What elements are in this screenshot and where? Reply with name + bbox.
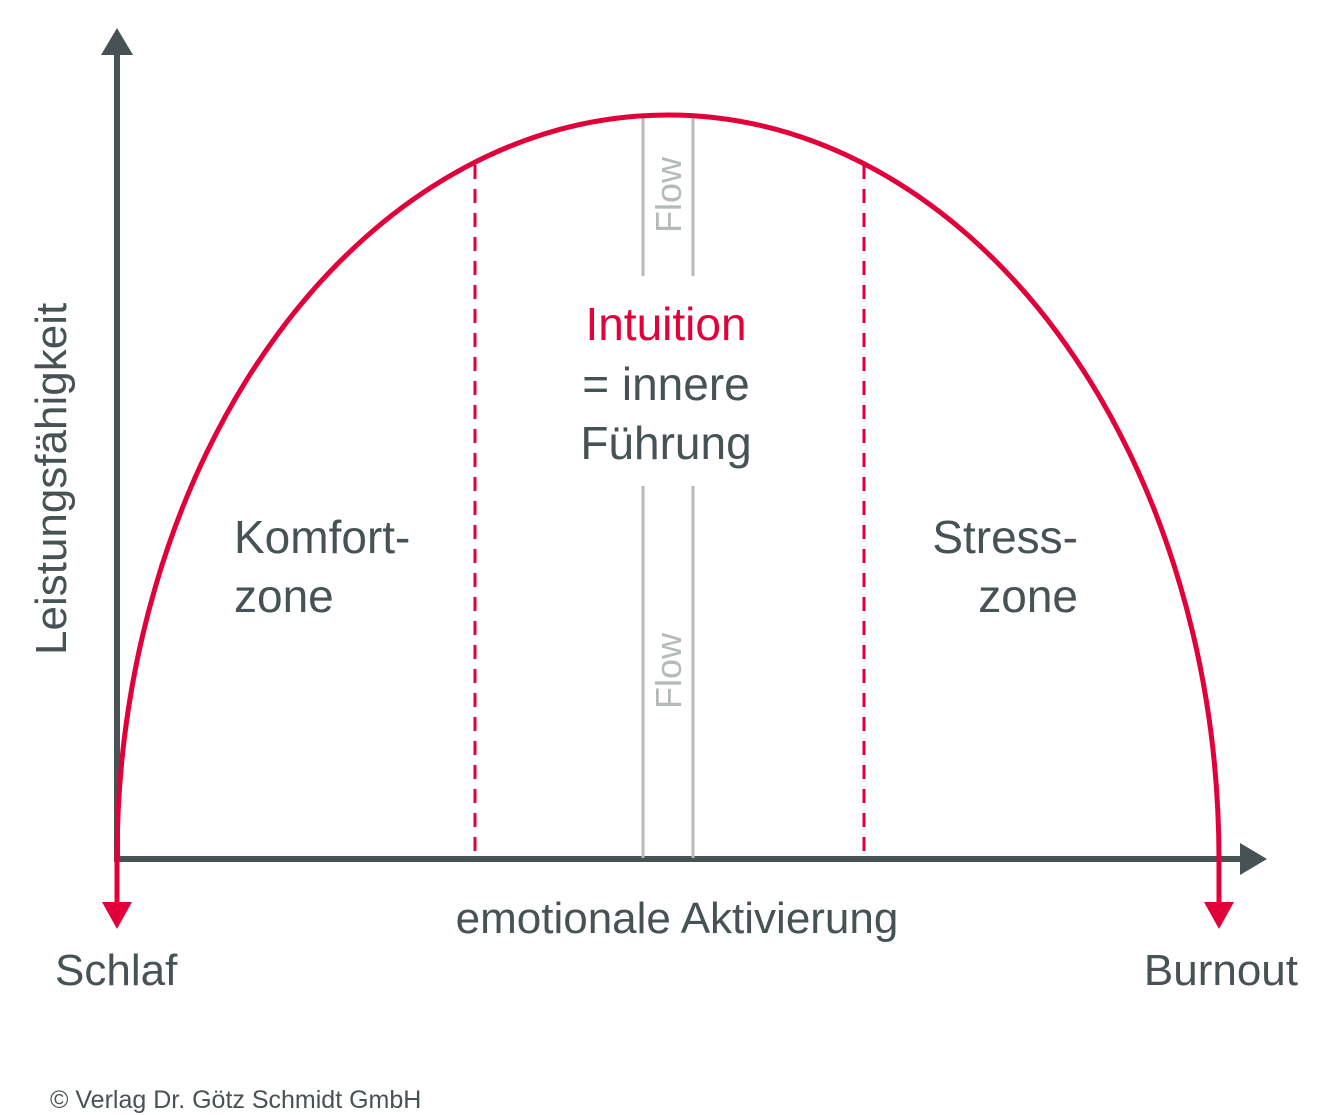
flow-label-bottom: Flow <box>648 632 689 709</box>
x-axis-label: emotionale Aktivierung <box>456 894 899 943</box>
stress-zone-line2: zone <box>978 570 1078 622</box>
intuition-title: Intuition <box>585 298 746 350</box>
intuition-line2: = innere <box>582 358 750 410</box>
label-burnout: Burnout <box>1144 946 1298 995</box>
performance-curve <box>114 112 1222 905</box>
label-schlaf: Schlaf <box>55 946 178 995</box>
stress-zone-line1: Stress- <box>932 511 1078 563</box>
x-axis-arrowhead <box>1240 843 1267 875</box>
intuition-line3: Führung <box>580 417 751 469</box>
flow-label-top: Flow <box>648 156 689 233</box>
comfort-zone-line1: Komfort- <box>234 511 410 563</box>
left-arrowhead <box>102 902 132 929</box>
y-axis-label: Leistungsfähigkeit <box>27 303 76 655</box>
comfort-zone-line2: zone <box>234 570 334 622</box>
flow-lines <box>641 115 695 858</box>
right-arrowhead <box>1204 902 1234 929</box>
y-axis-arrowhead <box>101 28 133 55</box>
copyright: © Verlag Dr. Götz Schmidt GmbH <box>50 1086 421 1114</box>
